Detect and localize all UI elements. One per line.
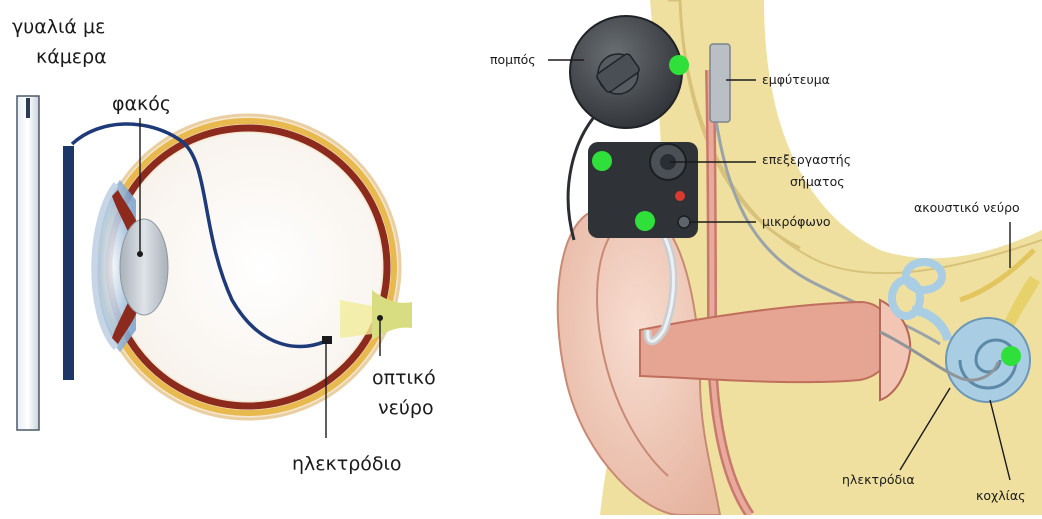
marker-cochlea xyxy=(1001,346,1021,366)
ear-diagram: πομπός εμφύτευμα επεξεργαστής σήματος μι… xyxy=(490,0,1042,515)
retinal-implant xyxy=(322,336,332,344)
label-cochlea: κοχλίας xyxy=(976,488,1025,503)
indicator-light-icon xyxy=(675,191,685,201)
label-lens: φακός xyxy=(112,93,171,115)
marker-transmitter xyxy=(669,55,689,75)
implant-receiver xyxy=(710,44,730,122)
eye-diagram: γυαλιά με κάμερα φακός οπτικό νεύρο ηλεκ… xyxy=(12,16,436,475)
label-signal-processor-line2: σήματος xyxy=(790,174,845,189)
label-transmitter: πομπός xyxy=(490,52,536,67)
marker-microphone xyxy=(635,211,655,231)
glasses-frame-bar xyxy=(17,96,39,430)
label-implant: εμφύτευμα xyxy=(762,72,830,87)
label-optic-nerve-line2: νεύρο xyxy=(378,397,434,419)
label-optic-nerve-line1: οπτικό xyxy=(372,367,436,389)
label-microphone: μικρόφωνο xyxy=(762,214,830,229)
lens-shape xyxy=(120,219,168,315)
microphone-icon xyxy=(678,216,690,228)
eyeball xyxy=(94,115,412,419)
leader-lens-dot xyxy=(137,251,143,257)
label-electrodes: ηλεκτρόδια xyxy=(842,472,915,487)
label-glasses-camera-line2: κάμερα xyxy=(36,46,107,68)
label-glasses-camera-line1: γυαλιά με xyxy=(12,16,105,38)
label-auditory-nerve: ακουστικό νεύρο xyxy=(914,200,1020,215)
leader-optic-nerve-dot xyxy=(377,315,383,321)
label-electrode: ηλεκτρόδιο xyxy=(292,453,402,475)
camera-rod xyxy=(63,146,74,380)
marker-processor xyxy=(592,151,612,171)
label-signal-processor-line1: επεξεργαστής xyxy=(762,152,851,167)
